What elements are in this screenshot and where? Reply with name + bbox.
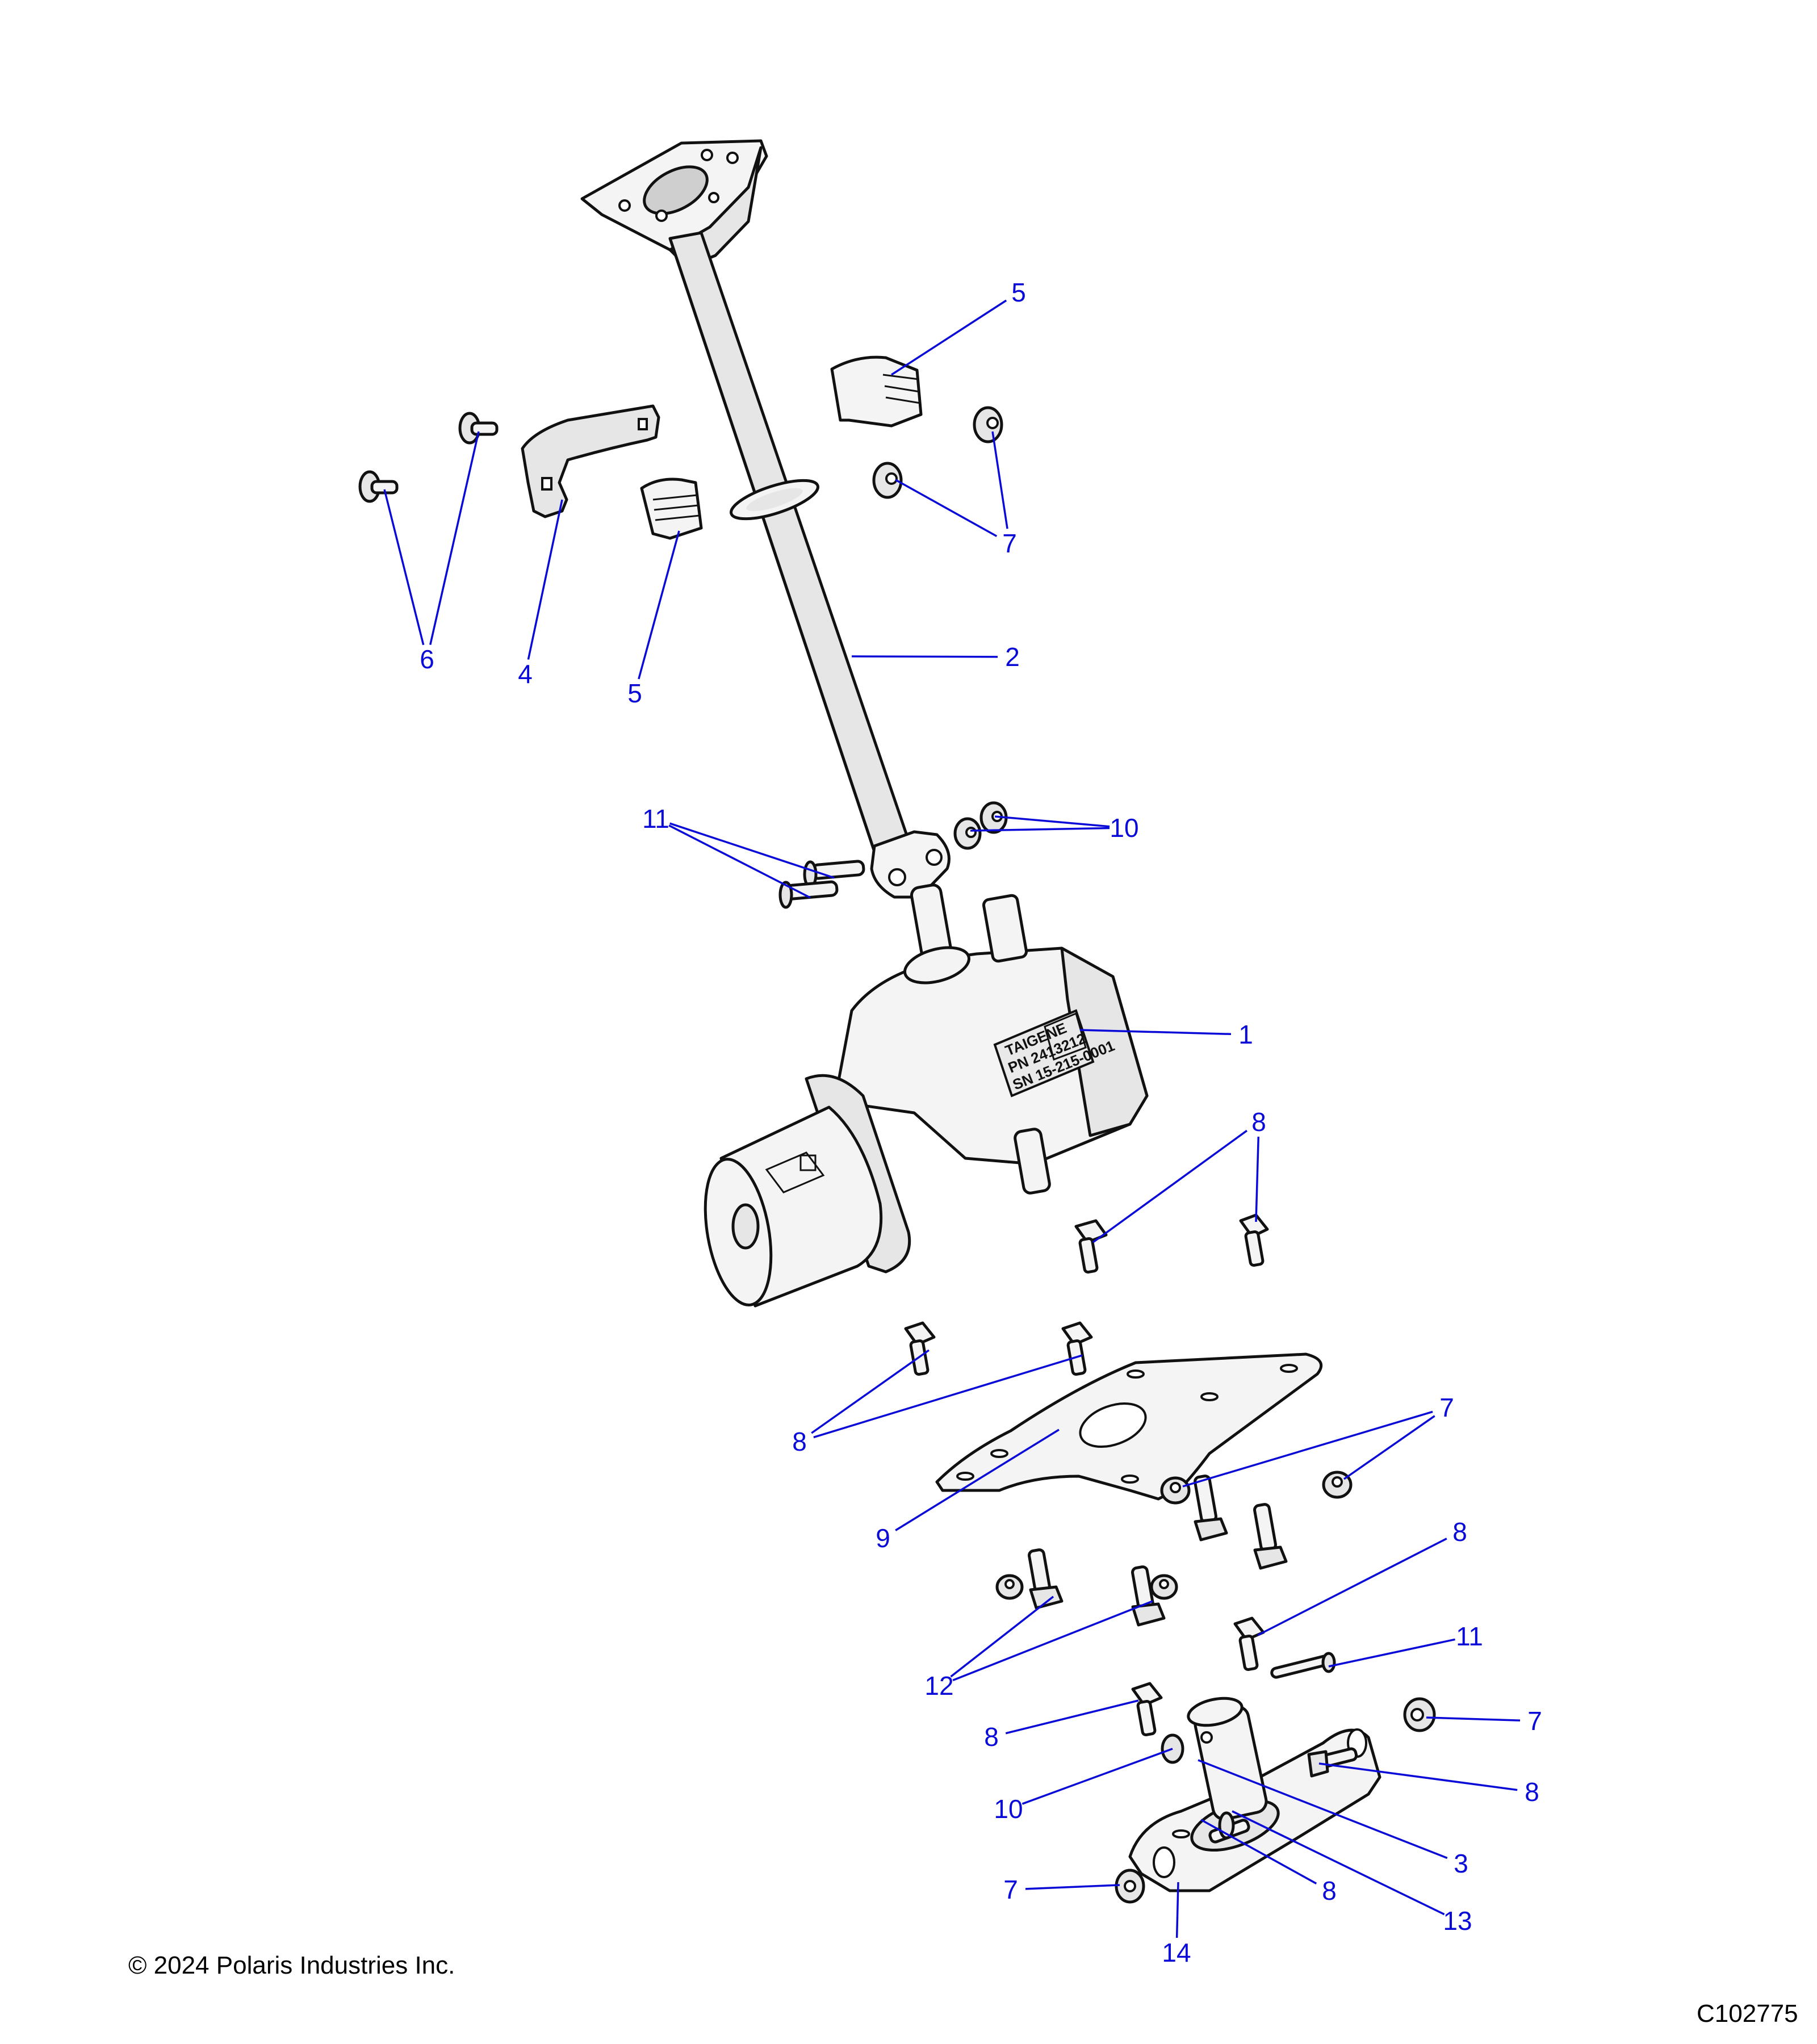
flange-bolt-8-c — [904, 1321, 936, 1376]
leader-line-8 — [1318, 1762, 1518, 1791]
leader-line-2 — [851, 655, 998, 658]
leader-line-7 — [1025, 1884, 1120, 1890]
column-clamp-4 — [521, 404, 660, 518]
leader-line-10 — [970, 827, 1110, 832]
leader-line-10 — [994, 815, 1110, 828]
callout-7: 7 — [1527, 1706, 1542, 1736]
callout-8: 8 — [1525, 1777, 1539, 1807]
shoulder-bolt-6-left — [358, 470, 399, 503]
callout-3: 3 — [1454, 1849, 1468, 1878]
leader-line-8 — [811, 1349, 930, 1434]
callout-8: 8 — [1322, 1876, 1337, 1905]
leader-line-9 — [895, 1429, 1060, 1531]
flange-nut-7-a — [872, 462, 903, 499]
flange-nut-7-b — [973, 406, 1003, 443]
stud-bolt-b — [1253, 1503, 1288, 1570]
callout-11: 11 — [1456, 1622, 1483, 1651]
mounting-plate-9 — [935, 1352, 1323, 1501]
callout-8: 8 — [1251, 1107, 1266, 1137]
leader-line-8 — [1092, 1129, 1247, 1243]
pin-bolt-11-long — [1270, 1652, 1336, 1679]
intermediate-shaft-3 — [1187, 1697, 1268, 1821]
callout-4: 4 — [518, 659, 533, 689]
callout-6: 6 — [420, 644, 434, 674]
steering-column-lower-yoke — [870, 830, 951, 899]
leader-line-7 — [1182, 1410, 1433, 1488]
flange-bolt-8-f — [1131, 1682, 1163, 1737]
leader-line-3 — [1198, 1759, 1448, 1859]
leader-line-8 — [813, 1354, 1083, 1439]
callout-8: 8 — [984, 1722, 999, 1752]
callout-7: 7 — [1439, 1393, 1454, 1422]
leader-line-4 — [527, 499, 563, 660]
leader-line-10 — [1021, 1748, 1173, 1805]
leader-line-7 — [1343, 1415, 1435, 1480]
leader-line-5 — [638, 530, 680, 680]
leader-line-11 — [668, 824, 811, 899]
steering-column-tube — [668, 231, 910, 853]
callout-12: 12 — [924, 1671, 954, 1700]
bushing-5-lower — [640, 478, 703, 540]
flange-nut-7-f — [1115, 1869, 1145, 1904]
leader-line-5 — [891, 299, 1007, 376]
leader-line-7 — [991, 431, 1008, 529]
leader-line-13 — [1232, 1810, 1445, 1916]
callout-7: 7 — [1003, 1875, 1018, 1904]
callout-10: 10 — [1110, 813, 1139, 843]
leader-line-14 — [1175, 1882, 1179, 1938]
flange-bolt-8-g — [1307, 1747, 1358, 1778]
leader-line-11 — [1328, 1638, 1455, 1668]
shoulder-bolt-6-right — [458, 412, 499, 445]
leader-line-7 — [1426, 1716, 1521, 1722]
leader-line-8 — [1255, 1136, 1260, 1222]
leader-line-8 — [1005, 1699, 1139, 1735]
bushing-5-upper — [830, 355, 923, 428]
callout-7: 7 — [1002, 529, 1017, 558]
callout-5: 5 — [627, 678, 642, 708]
flange-nut-7-c — [1160, 1476, 1191, 1505]
callout-8: 8 — [1452, 1517, 1467, 1547]
leader-line-6 — [383, 489, 425, 646]
callout-leader-lines — [383, 299, 1521, 1938]
flange-bolt-8-b — [1239, 1213, 1269, 1267]
leader-line-8 — [1257, 1538, 1447, 1636]
pin-bolt-11-lower — [778, 880, 839, 909]
flange-nut-7-e — [1403, 1697, 1436, 1732]
stud-nut-12-right — [1131, 1565, 1178, 1627]
callout-2: 2 — [1005, 642, 1020, 672]
leader-line-6 — [429, 431, 480, 646]
callout-14: 14 — [1162, 1938, 1191, 1967]
leader-line-12 — [952, 1600, 1153, 1682]
callout-13: 13 — [1443, 1906, 1472, 1936]
leader-line-1 — [1079, 1029, 1232, 1036]
stud-bolt-a — [1194, 1475, 1228, 1542]
callout-11: 11 — [642, 804, 669, 833]
drawing-number: C102775 — [1697, 2000, 1798, 2028]
stud-nut-12-left — [995, 1548, 1064, 1610]
leader-line-12 — [950, 1595, 1054, 1678]
copyright-notice: © 2024 Polaris Industries Inc. — [128, 1951, 455, 1979]
flange-bolt-8-e — [1233, 1616, 1265, 1672]
callout-5: 5 — [1011, 278, 1026, 307]
leader-line-11 — [669, 822, 835, 879]
leader-line-7 — [895, 479, 998, 537]
callout-9: 9 — [876, 1523, 890, 1553]
flange-bolt-8-d — [1061, 1321, 1093, 1376]
flange-nut-10-lower — [953, 817, 982, 850]
callout-8: 8 — [792, 1427, 807, 1456]
flange-bolt-8-a — [1074, 1219, 1108, 1274]
leader-line-8 — [1200, 1819, 1317, 1884]
callout-1: 1 — [1238, 1020, 1253, 1049]
eps-unit-1: TAIGENE PN 2413212 SN 15-215-0001 — [704, 883, 1149, 1308]
callout-10: 10 — [994, 1794, 1023, 1824]
